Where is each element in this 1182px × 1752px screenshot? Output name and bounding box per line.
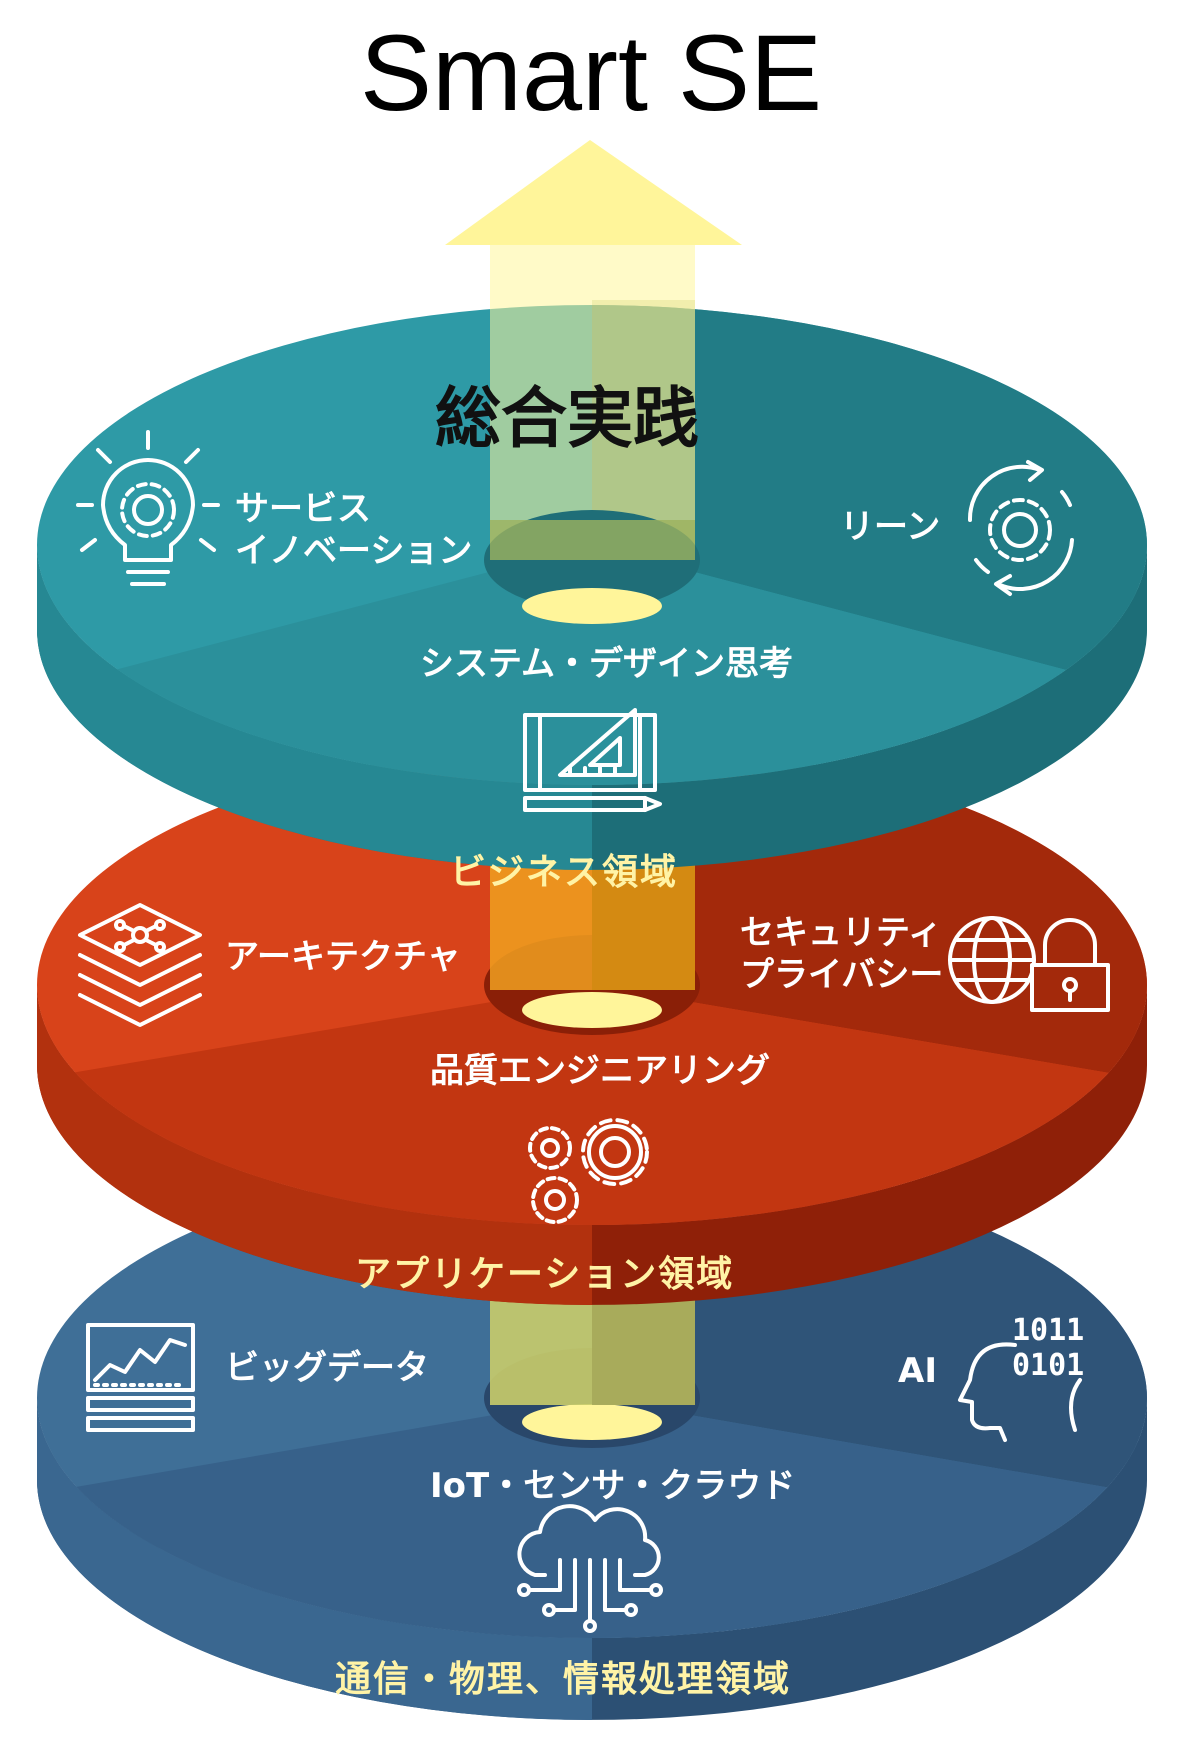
business-domain-label: ビジネス領域 — [450, 852, 679, 893]
upward-arrow — [445, 140, 742, 624]
infrastructure-domain-label: 通信・物理、情報処理領域 — [335, 1659, 792, 1700]
application-segment-right: セキュリティ プライバシー — [740, 912, 943, 996]
binary-row-2: 0101 — [1012, 1348, 1084, 1383]
business-heading: 総合実践 — [435, 380, 699, 457]
binary-row-1: 1011 — [1012, 1313, 1084, 1348]
cloud-circuit-icon — [517, 1504, 663, 1633]
application-segment-left: アーキテクチャ — [225, 937, 461, 977]
diagram-title: Smart SE — [359, 12, 823, 133]
business-segment-bottom: システム・デザイン思考 — [420, 644, 793, 684]
application-domain-label: アプリケーション領域 — [355, 1254, 735, 1295]
ai-head-binary-icon — [958, 1342, 1082, 1442]
globe-lock-icon — [948, 916, 1110, 1012]
business-segment-left-line2: イノベーション — [235, 531, 473, 571]
application-segment-bottom: 品質エンジニアリング — [430, 1051, 770, 1091]
infrastructure-segment-left: ビッグデータ — [225, 1348, 429, 1388]
data-dashboard-icon — [86, 1323, 195, 1432]
cycle-gear-icon — [967, 460, 1074, 596]
business-segment-left-line1: サービス — [235, 489, 371, 529]
lightbulb-gear-icon — [76, 430, 220, 586]
ai-binary-digits: 1011 0101 — [1012, 1313, 1084, 1383]
blueprint-ruler-icon — [523, 708, 662, 812]
business-disk — [37, 305, 1147, 870]
gears-icon — [528, 1118, 649, 1224]
infrastructure-segment-bottom: IoT・センサ・クラウド — [430, 1466, 796, 1506]
business-segment-right: リーン — [840, 507, 941, 547]
application-segment-right-line1: セキュリティ — [740, 913, 942, 953]
application-segment-right-line2: プライバシー — [740, 955, 944, 995]
layered-network-icon — [78, 903, 202, 1027]
infrastructure-segment-right: AI — [898, 1351, 937, 1391]
business-segment-left: サービス イノベーション — [235, 488, 472, 572]
